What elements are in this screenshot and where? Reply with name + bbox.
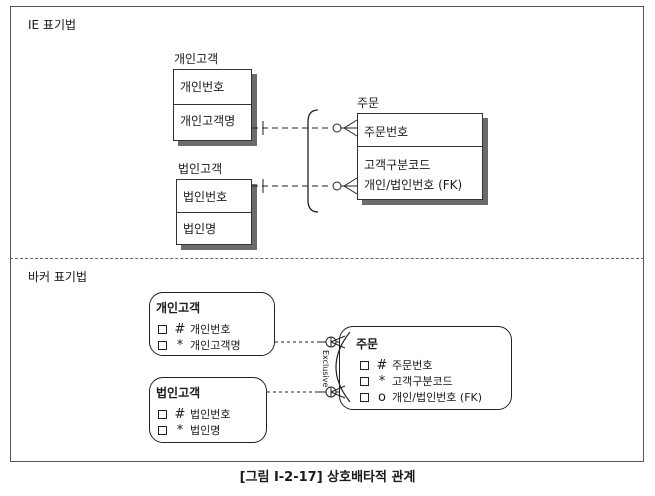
ie-section-title: IE 표기법 (28, 18, 77, 32)
checkbox-icon (360, 376, 369, 386)
checkbox-icon (158, 340, 167, 350)
primary-key-marker: # (376, 357, 388, 373)
ie-order-attr2: 개인/법인번호 (FK) (364, 178, 463, 192)
checkbox-icon (158, 409, 167, 419)
barker-corporate-attr-1: # 법인번호 (158, 406, 230, 422)
barker-personal-name: 개인고객 (156, 301, 201, 315)
barker-corporate-entity: 법인고객 # 법인번호 * 법인명 (149, 377, 267, 443)
barker-corporate-attr-2: * 법인명 (158, 422, 220, 438)
barker-corporate-name: 법인고객 (156, 386, 201, 400)
barker-order-attr-2: * 고객구분코드 (360, 373, 453, 389)
barker-order-name: 주문 (356, 337, 379, 351)
barker-order-attr-3: o 개인/법인번호 (FK) (360, 389, 482, 405)
primary-key-marker: # (174, 406, 186, 422)
ie-personal-order-relationship (252, 119, 358, 137)
mandatory-marker: * (378, 373, 386, 389)
barker-exclusive-label: Exclusive (321, 350, 330, 387)
ie-order-attr1: 고객구분코드 (364, 158, 431, 172)
checkbox-icon (158, 324, 167, 334)
ie-order-key: 주문번호 (364, 125, 409, 139)
barker-order-attr-1: # 주문번호 (360, 357, 432, 373)
section-divider (10, 258, 644, 259)
barker-exclusive-arc (335, 331, 351, 403)
ie-corporate-order-relationship (252, 177, 358, 195)
mandatory-marker: * (176, 337, 184, 353)
barker-section-title: 바커 표기법 (28, 270, 88, 284)
ie-personal-attr: 개인고객명 (180, 114, 236, 128)
barker-personal-attr-1: # 개인번호 (158, 321, 230, 337)
optional-marker: o (378, 389, 386, 405)
barker-personal-attr-2: * 개인고객명 (158, 337, 241, 353)
checkbox-icon (360, 392, 369, 402)
ie-corporate-entity: 법인번호 법인명 (176, 179, 252, 245)
barker-corporate-order-relationship (267, 385, 346, 399)
ie-personal-entity-name: 개인고객 (174, 52, 219, 66)
ie-corporate-entity-name: 법인고객 (178, 162, 223, 176)
barker-order-entity: 주문 # 주문번호 * 고객구분코드 o 개인/법인번호 (FK) (339, 326, 512, 410)
figure-frame (10, 6, 644, 462)
checkbox-icon (360, 360, 369, 370)
ie-order-entity: 주문번호 고객구분코드 개인/법인번호 (FK) (357, 113, 483, 200)
barker-personal-order-relationship (275, 335, 346, 349)
ie-personal-key: 개인번호 (180, 80, 225, 94)
ie-personal-entity: 개인번호 개인고객명 (173, 69, 252, 141)
ie-order-entity-name: 주문 (357, 96, 380, 110)
ie-exclusive-bracket (307, 109, 319, 213)
checkbox-icon (158, 425, 167, 435)
figure-caption: [그림 Ⅰ-2-17] 상호배타적 관계 (239, 470, 416, 485)
mandatory-marker: * (176, 422, 184, 438)
primary-key-marker: # (174, 321, 186, 337)
ie-corporate-attr: 법인명 (183, 222, 217, 236)
barker-personal-entity: 개인고객 # 개인번호 * 개인고객명 (149, 292, 275, 356)
ie-corporate-key: 법인번호 (183, 190, 228, 204)
